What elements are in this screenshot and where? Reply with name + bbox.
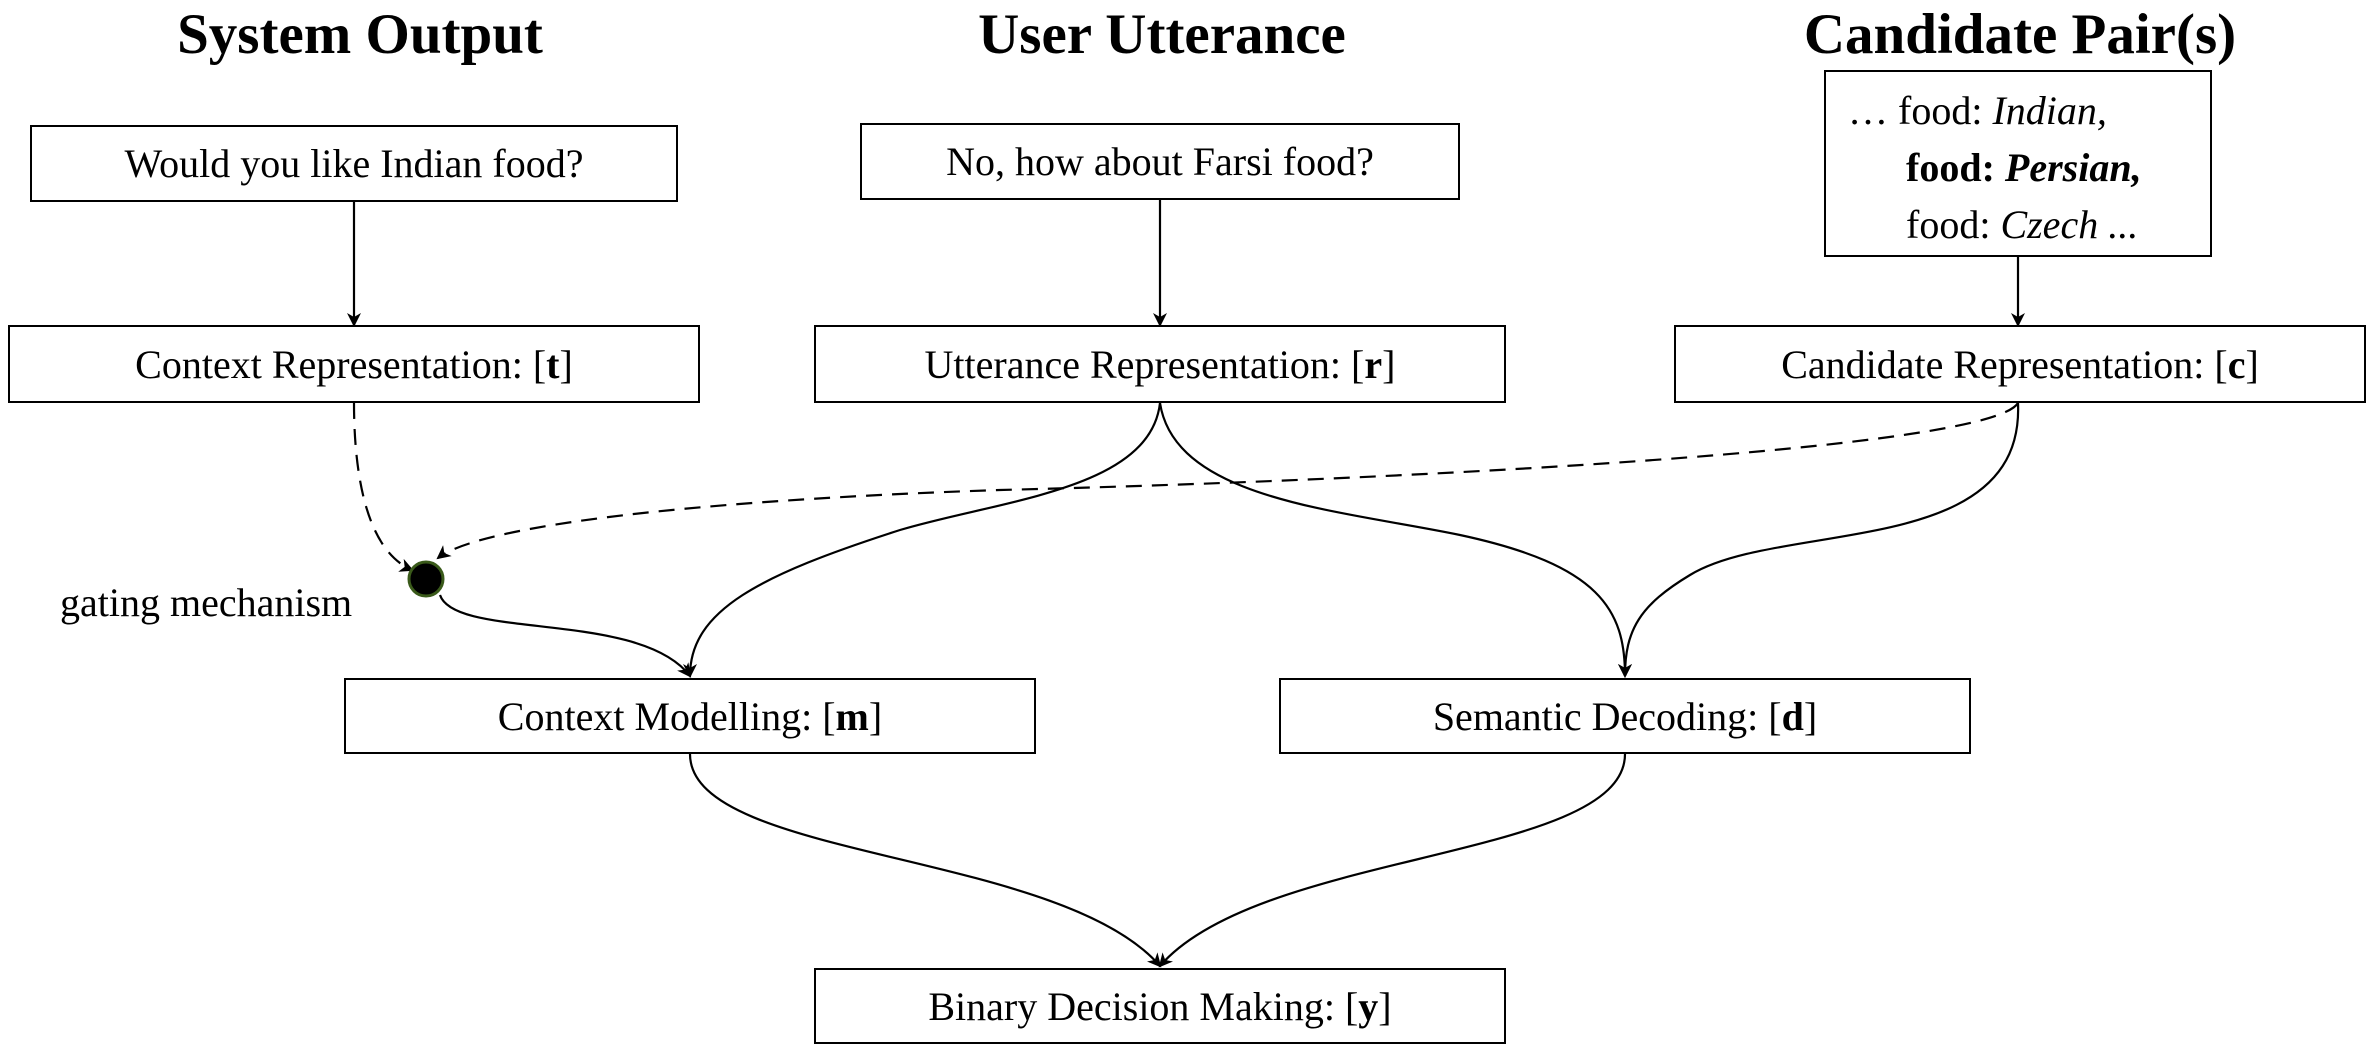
candidate-value: Indian, bbox=[1992, 88, 2107, 133]
edge-context-modelling-to-decision bbox=[688, 753, 1162, 968]
semantic-decoding-box: Semantic Decoding: [d] bbox=[1279, 678, 1971, 754]
node-symbol: c bbox=[2227, 341, 2246, 387]
node-symbol: t bbox=[546, 341, 560, 387]
candidate-representation-box: Candidate Representation: [c] bbox=[1674, 325, 2366, 403]
candidate-prefix: … bbox=[1848, 88, 1898, 133]
node-close: ] bbox=[2245, 341, 2259, 387]
gating-mechanism-label: gating mechanism bbox=[60, 580, 353, 625]
node-close: ] bbox=[868, 693, 883, 739]
binary-decision-box: Binary Decision Making: [y] bbox=[814, 968, 1506, 1044]
edge-cand-to-gate bbox=[436, 402, 2019, 560]
candidate-line-highlighted: food: Persian, bbox=[1848, 139, 2210, 196]
edge-context-to-gate bbox=[352, 402, 414, 572]
user-utterance-text: No, how about Farsi food? bbox=[946, 139, 1374, 184]
heading-candidate-pairs: Candidate Pair(s) bbox=[1803, 3, 2237, 66]
edge-semantic-decoding-to-decision bbox=[1158, 753, 1627, 968]
context-representation-box: Context Representation: [t] bbox=[8, 325, 700, 403]
node-close: ] bbox=[1378, 983, 1392, 1029]
node-label: Binary Decision Making: [ bbox=[928, 983, 1359, 1029]
candidate-slot: food: bbox=[1898, 88, 1983, 133]
candidate-line: … food: Indian, bbox=[1848, 82, 2210, 139]
gating-node bbox=[407, 560, 445, 598]
user-utterance-box: No, how about Farsi food? bbox=[860, 123, 1460, 200]
heading-system-output: System Output bbox=[177, 3, 543, 66]
candidate-slot: food: bbox=[1906, 145, 1995, 190]
node-label: Semantic Decoding: [ bbox=[1432, 693, 1782, 739]
system-output-box: Would you like Indian food? bbox=[30, 125, 678, 202]
edge-gate-to-context-modelling bbox=[438, 594, 692, 678]
node-close: ] bbox=[1382, 341, 1396, 387]
system-output-text: Would you like Indian food? bbox=[124, 141, 584, 186]
node-label: Utterance Representation: [ bbox=[924, 341, 1365, 387]
node-label: Context Modelling: [ bbox=[497, 693, 836, 739]
node-label: Context Representation: [ bbox=[135, 341, 547, 387]
context-modelling-box: Context Modelling: [m] bbox=[344, 678, 1036, 754]
candidate-slot: food: bbox=[1906, 202, 1991, 247]
candidate-line: food: Czech ... bbox=[1848, 196, 2210, 253]
node-symbol: d bbox=[1781, 693, 1804, 739]
heading-user-utterance: User Utterance bbox=[978, 3, 1346, 66]
edge-utt-repr-to-semantic-decoding bbox=[1158, 402, 1632, 678]
candidate-pairs-box: … food: Indian, food: Persian, food: Cze… bbox=[1824, 70, 2212, 257]
candidate-value: Persian, bbox=[2004, 145, 2142, 190]
edge-utt-repr-to-context-modelling bbox=[683, 402, 1162, 678]
node-close: ] bbox=[1803, 693, 1818, 739]
utterance-representation-box: Utterance Representation: [r] bbox=[814, 325, 1506, 403]
node-close: ] bbox=[559, 341, 573, 387]
node-symbol: r bbox=[1364, 341, 1383, 387]
node-symbol: y bbox=[1358, 983, 1379, 1029]
node-label: Candidate Representation: [ bbox=[1781, 341, 2228, 387]
edge-cand-repr-to-semantic-decoding bbox=[1618, 402, 2020, 678]
node-symbol: m bbox=[835, 693, 869, 739]
candidate-value: Czech ... bbox=[2000, 202, 2139, 247]
